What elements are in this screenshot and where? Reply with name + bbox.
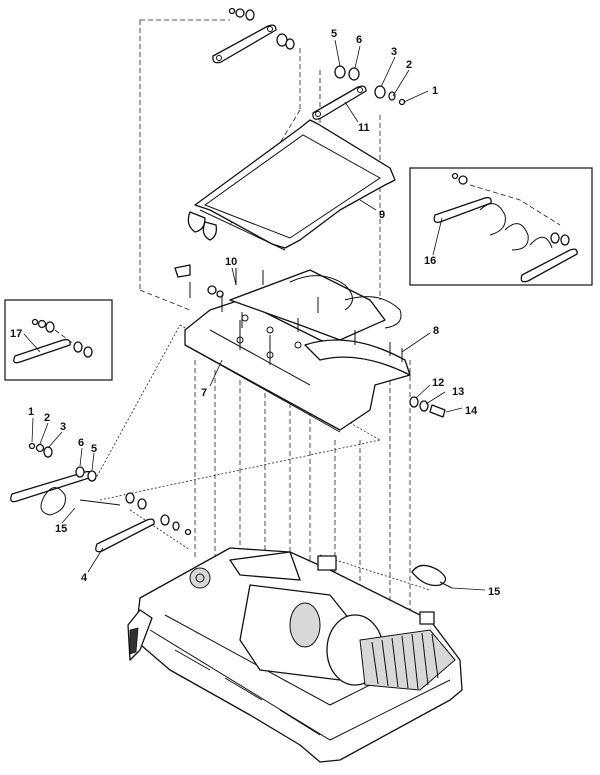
callout-7: 7 [201,387,207,399]
callout-12: 12 [432,377,444,389]
callout-8: 8 [433,325,439,337]
grille [371,632,439,690]
callout-9: 9 [379,209,385,221]
callout-13: 13 [452,386,464,398]
callout-3: 3 [391,46,397,58]
cable-tie-15 [411,564,453,589]
link-plate-11 [312,65,406,120]
callout-2-lower: 2 [44,412,50,424]
base-frame [127,547,463,763]
callout-14: 14 [465,405,478,417]
inset-box-17 [4,299,113,381]
screws [189,268,403,362]
upper-link-plate [212,7,295,64]
callout-17: 17 [10,328,22,340]
link-assembly-4 [10,442,192,553]
callout-2: 2 [406,59,412,71]
callout-6-lower: 6 [78,437,84,449]
callout-1-lower: 1 [28,406,34,418]
callout-15-lower: 15 [55,523,67,535]
inset-box-16 [409,167,593,286]
callout-10: 10 [225,256,237,268]
housing-7 [174,264,411,433]
callout-1: 1 [432,85,438,97]
leader-lines [23,39,486,591]
callout-labels: 1 2 3 5 6 11 9 16 10 8 7 12 13 14 17 1 2… [10,28,500,598]
callout-4: 4 [81,572,88,584]
callout-15-right: 15 [488,586,500,598]
callout-16: 16 [424,255,436,267]
frame-9 [187,119,396,251]
callout-5: 5 [331,28,337,40]
callout-11: 11 [358,122,370,134]
callout-6: 6 [356,34,362,46]
hardware-12-14 [409,396,446,418]
callout-5-lower: 5 [91,443,97,455]
callout-3-lower: 3 [60,421,66,433]
